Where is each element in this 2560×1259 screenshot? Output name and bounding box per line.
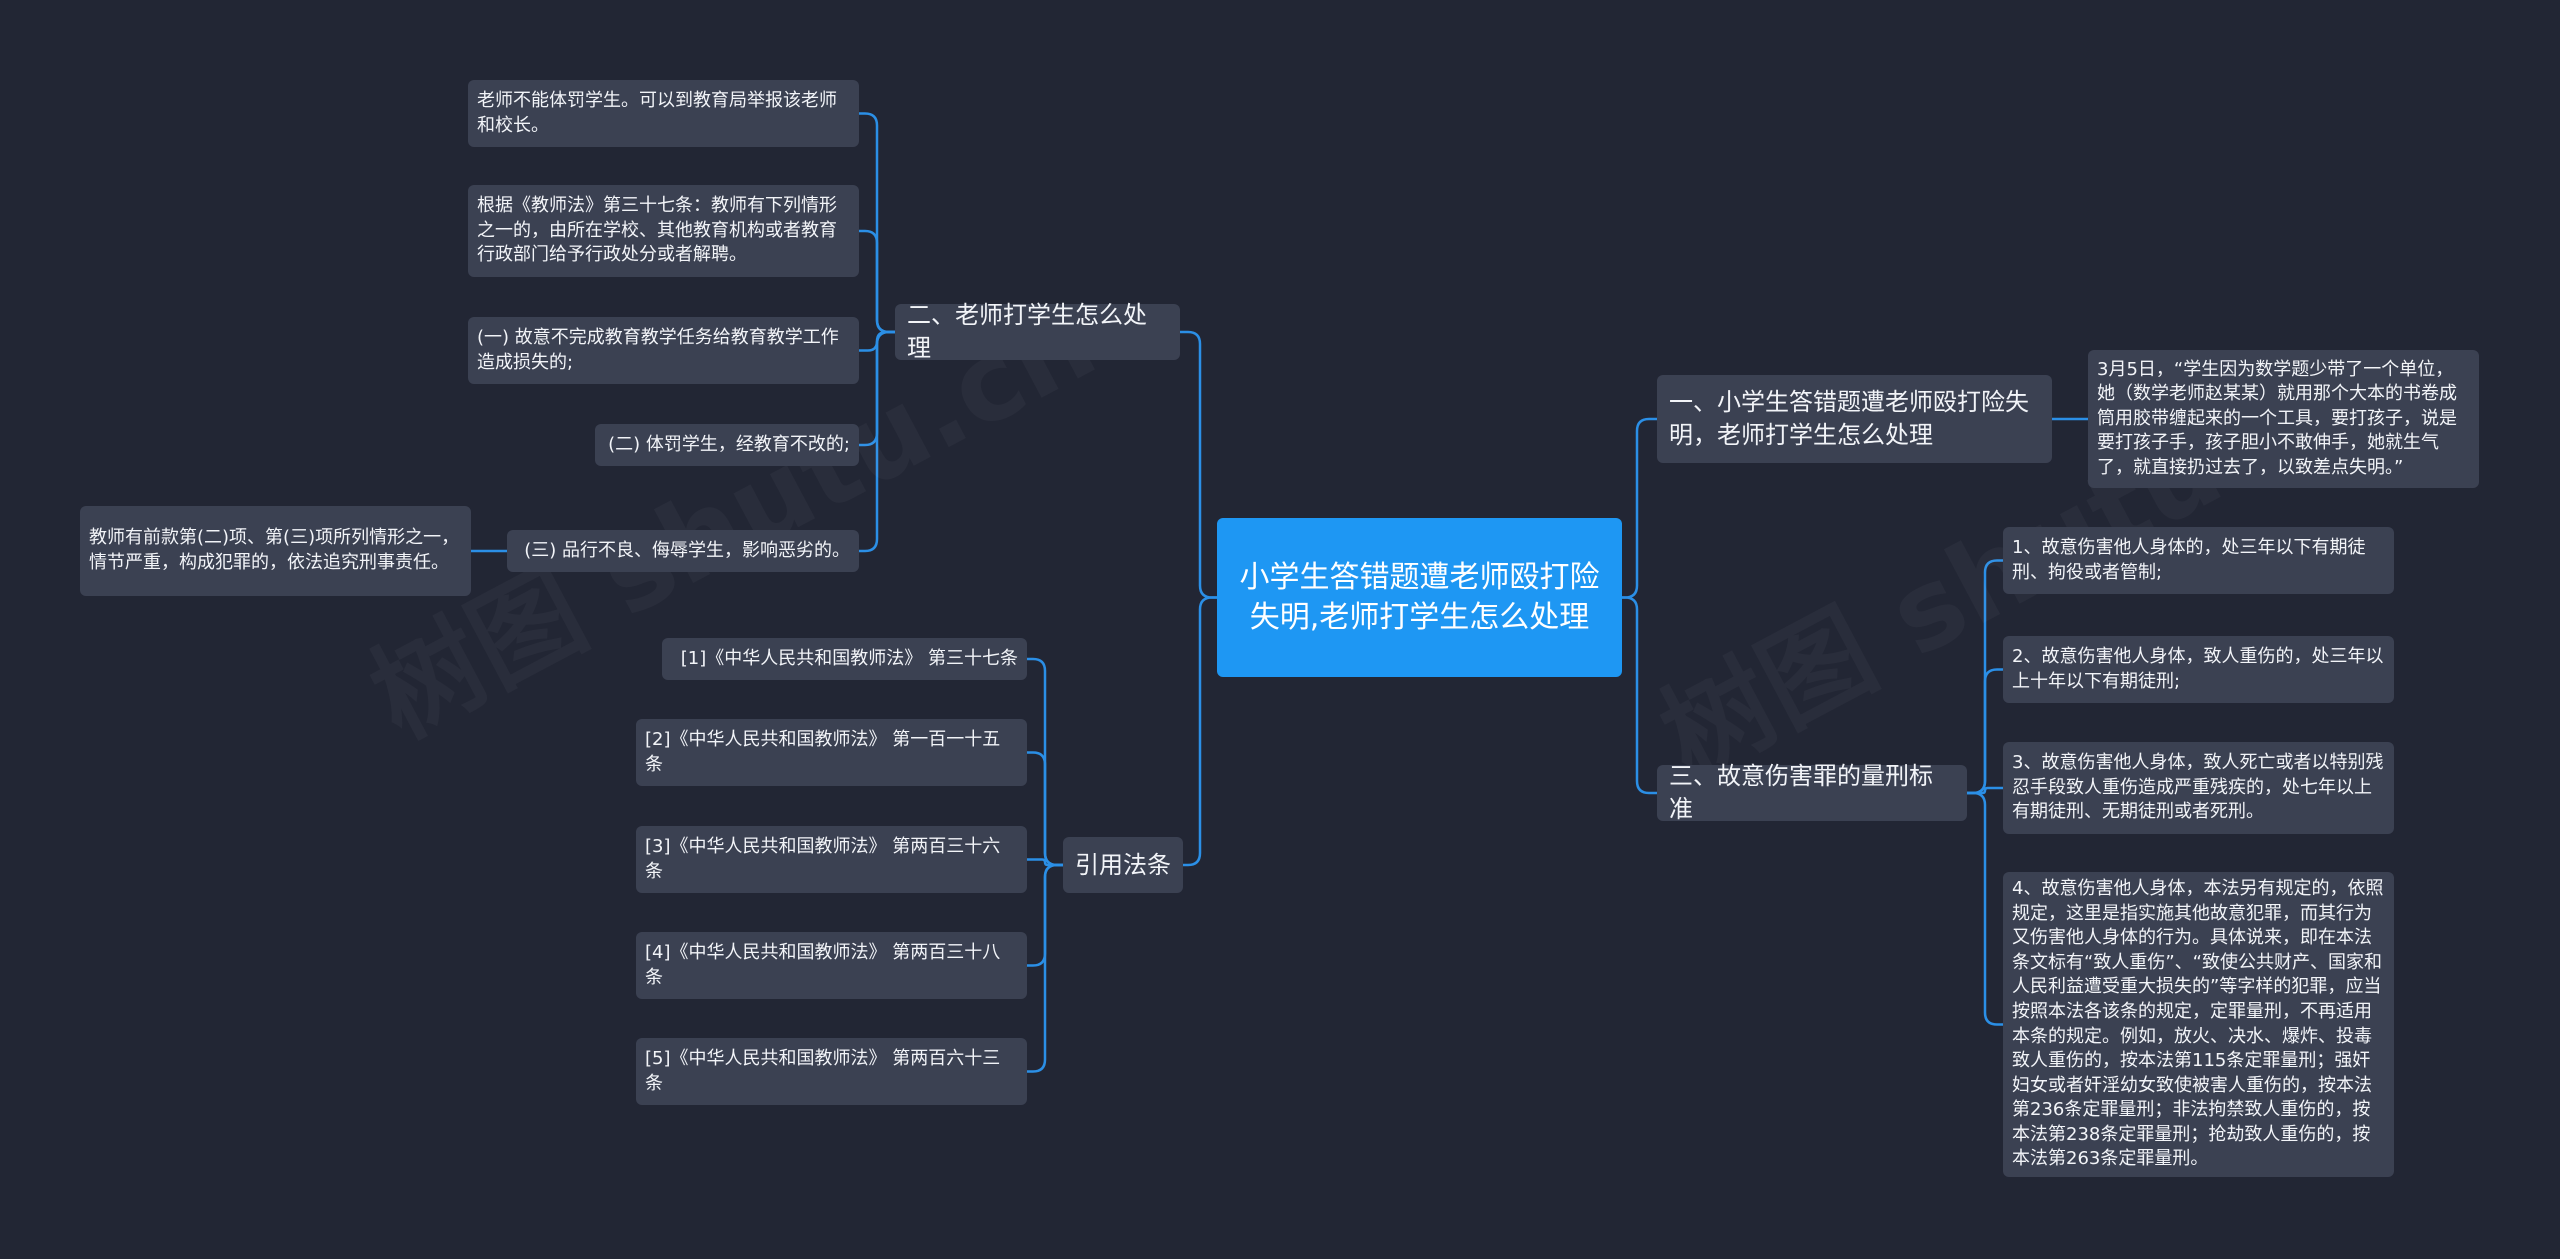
link-line — [1027, 863, 1063, 1073]
detail-node[interactable]: (三) 品行不良、侮辱学生，影响恶劣的。 — [507, 530, 859, 572]
branch-topic-2[interactable]: 二、老师打学生怎么处理 — [895, 301, 1180, 362]
root-topic[interactable]: 小学生答错题遭老师殴打险失明,老师打学生怎么处理 — [1217, 518, 1622, 677]
detail-node[interactable]: 教师有前款第(二)项、第(三)项所列情形之一，情节严重，构成犯罪的，依法追究刑事… — [80, 506, 471, 596]
branch-topic-3[interactable]: 三、故意伤害罪的量刑标准 — [1657, 762, 1967, 823]
detail-node[interactable]: 1、故意伤害他人身体的，处三年以下有期徒刑、拘役或者管制; — [2003, 527, 2394, 594]
citation-node[interactable]: [3]《中华人民共和国教师法》 第两百三十六条 — [636, 826, 1027, 893]
citation-node[interactable]: [5]《中华人民共和国教师法》 第两百六十三条 — [636, 1038, 1027, 1105]
link-line — [859, 330, 895, 553]
detail-node[interactable]: 3、故意伤害他人身体，致人死亡或者以特别残忍手段致人重伤造成严重残疾的，处七年以… — [2003, 742, 2394, 834]
link-line — [1027, 858, 1063, 867]
detail-node[interactable]: (一) 故意不完成教育教学任务给教育教学工作造成损失的; — [468, 317, 859, 384]
link-line — [1622, 596, 1657, 795]
branch-topic-1[interactable]: 一、小学生答错题遭老师殴打险失明，老师打学生怎么处理 — [1657, 375, 2052, 463]
link-line — [859, 229, 895, 334]
citation-node[interactable]: [1]《中华人民共和国教师法》 第三十七条 — [662, 638, 1027, 680]
link-line — [1180, 330, 1217, 599]
link-line — [1967, 786, 2003, 795]
citation-node[interactable]: [4]《中华人民共和国教师法》 第两百三十八条 — [636, 932, 1027, 999]
detail-node[interactable]: 2、故意伤害他人身体，致人重伤的，处三年以上十年以下有期徒刑; — [2003, 636, 2394, 703]
link-line — [1027, 751, 1063, 867]
detail-node[interactable]: (二) 体罚学生，经教育不改的; — [595, 424, 859, 466]
link-line — [1967, 668, 2003, 795]
detail-node[interactable]: 根据《教师法》第三十七条：教师有下列情形之一的，由所在学校、其他教育机构或者教育… — [468, 185, 859, 277]
link-line — [1967, 791, 2003, 1026]
branch-topic-4[interactable]: 引用法条 — [1063, 837, 1183, 893]
detail-node[interactable]: 3月5日，“学生因为数学题少带了一个单位，她（数学老师赵某某）就用那个大本的书卷… — [2088, 350, 2479, 488]
detail-node[interactable]: 老师不能体罚学生。可以到教育局举报该老师和校长。 — [468, 80, 859, 147]
detail-node[interactable]: 4、故意伤害他人身体，本法另有规定的，依照规定，这里是指实施其他故意犯罪，而其行… — [2003, 872, 2394, 1177]
link-line — [1622, 417, 1657, 599]
citation-node[interactable]: [2]《中华人民共和国教师法》 第一百一十五条 — [636, 719, 1027, 786]
link-line — [1183, 596, 1217, 867]
